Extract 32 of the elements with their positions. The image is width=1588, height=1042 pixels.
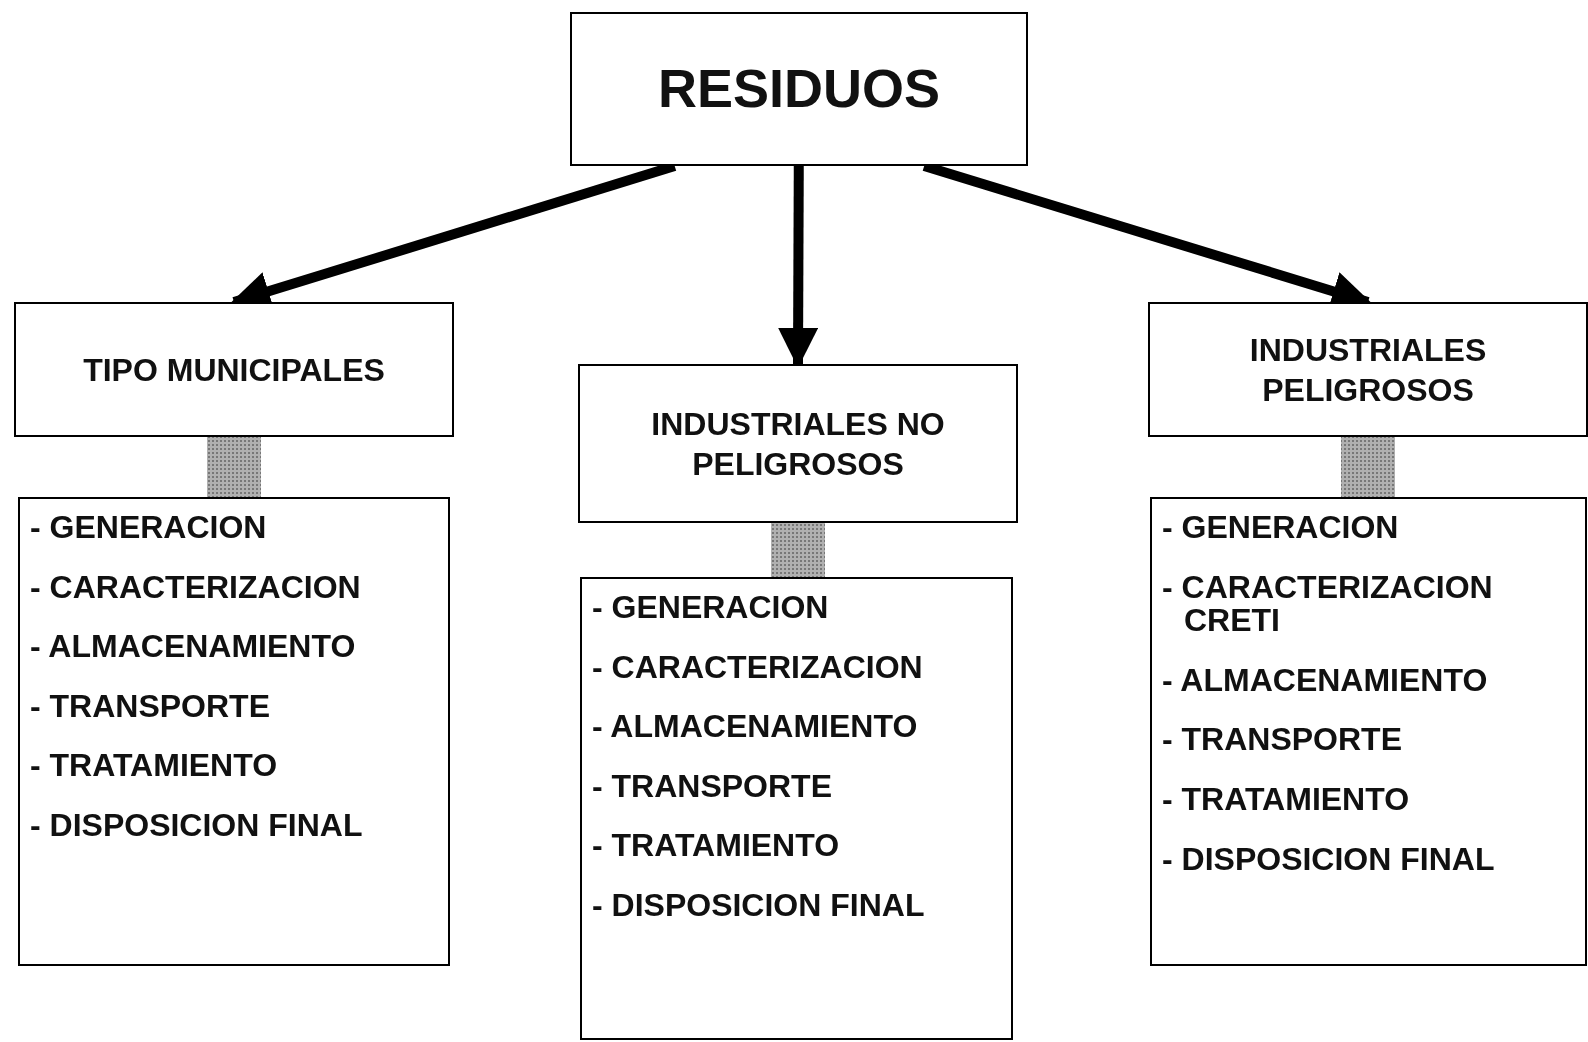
- list-item: - GENERACION: [592, 591, 830, 625]
- category-box: [570, 12, 1028, 166]
- list-item: - CARACTERIZACION CRETI: [1162, 570, 1494, 638]
- box-title: TIPO MUNICIPALES: [82, 350, 386, 390]
- list-box: [18, 497, 450, 966]
- list-item: - ALMACENAMIENTO: [592, 710, 919, 744]
- category-box: [1148, 302, 1588, 437]
- list-item: - TRANSPORTE: [30, 689, 271, 724]
- connector-bar: [1341, 437, 1395, 497]
- list-item: - ALMACENAMIENTO: [1162, 663, 1489, 698]
- list-item: - TRANSPORTE: [1162, 723, 1403, 757]
- box-title: INDUSTRIALES NO PELIGROSOS: [650, 404, 946, 484]
- list-item: - TRANSPORTE: [592, 769, 833, 804]
- category-box: [578, 364, 1018, 523]
- connector-bar: [207, 437, 261, 497]
- list-item: - DISPOSICION FINAL: [30, 808, 364, 843]
- list-item: - TRATAMIENTO: [1162, 782, 1411, 817]
- list-box: [1150, 497, 1587, 966]
- list-item: - TRATAMIENTO: [592, 829, 841, 863]
- connector-bar: [771, 523, 825, 577]
- list-item: - DISPOSICION FINAL: [592, 888, 926, 923]
- box-title: INDUSTRIALES PELIGROSOS: [1248, 330, 1488, 410]
- list-item: - CARACTERIZACION: [592, 650, 924, 685]
- list-item: - TRATAMIENTO: [30, 749, 279, 783]
- list-item: - DISPOSICION FINAL: [1162, 842, 1496, 877]
- category-box: [14, 302, 454, 437]
- list-item: - GENERACION: [1162, 511, 1400, 545]
- list-item: - CARACTERIZACION: [30, 570, 362, 605]
- list-box: [580, 577, 1013, 1040]
- box-title: RESIDUOS: [656, 57, 942, 121]
- list-item: - GENERACION: [30, 511, 268, 545]
- list-item: - ALMACENAMIENTO: [30, 630, 357, 664]
